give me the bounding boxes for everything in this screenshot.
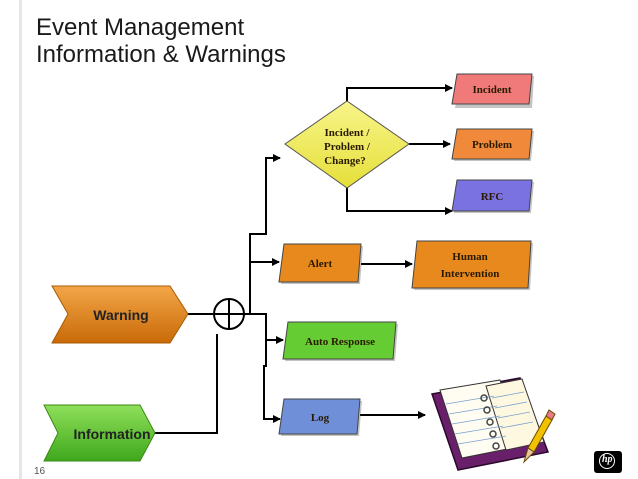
log-label: Log <box>311 412 330 424</box>
information-to-junction-line <box>152 334 218 434</box>
page-number: 16 <box>34 466 46 477</box>
human-label-line-1: Human <box>452 251 487 263</box>
bus-to-alert-line <box>249 258 280 314</box>
rfc-label: RFC <box>481 191 504 203</box>
human-intervention-box: Human Intervention <box>411 240 533 290</box>
junction-symbol <box>213 298 245 330</box>
log-box: Log <box>278 398 362 436</box>
alert-label: Alert <box>308 258 333 270</box>
decision-label-line-3: Change? <box>324 155 366 167</box>
information-label: Information <box>74 426 151 442</box>
human-label-line-2: Intervention <box>441 268 500 280</box>
auto-response-box: Auto Response <box>282 321 398 361</box>
information-chevron: Information <box>43 404 156 462</box>
bus-to-log-line <box>263 340 281 423</box>
warning-chevron: Warning <box>51 285 189 344</box>
bus-to-auto-response-line <box>250 313 284 344</box>
decision-diamond: Incident / Problem / Change? <box>284 100 410 189</box>
title-line-2: Information & Warnings <box>36 41 286 68</box>
hp-logo-ring <box>599 453 615 469</box>
decision-label-line-2: Problem / <box>324 141 371 153</box>
warning-label: Warning <box>93 307 148 323</box>
decision-label-line-1: Incident / <box>325 127 371 139</box>
connectors <box>152 84 453 434</box>
title-line-1: Event Management <box>36 14 245 41</box>
decision-to-rfc-line <box>346 188 453 215</box>
slide-title: Event Management Information & Warnings <box>36 14 286 68</box>
hp-logo-mark: hp <box>602 454 613 465</box>
hp-logo-icon: hp <box>594 451 622 473</box>
incident-box: Incident <box>451 73 534 108</box>
auto-response-label: Auto Response <box>305 336 375 348</box>
rfc-box: RFC <box>451 179 534 213</box>
problem-box: Problem <box>451 128 534 161</box>
alert-box: Alert <box>278 243 363 284</box>
left-rule <box>19 0 22 479</box>
bus-to-decision-line <box>249 154 281 314</box>
notebook-icon <box>431 377 556 471</box>
incident-label: Incident <box>472 84 511 96</box>
pencil-icon <box>522 409 556 464</box>
decision-to-incident-line <box>346 84 453 101</box>
problem-label: Problem <box>472 139 512 151</box>
